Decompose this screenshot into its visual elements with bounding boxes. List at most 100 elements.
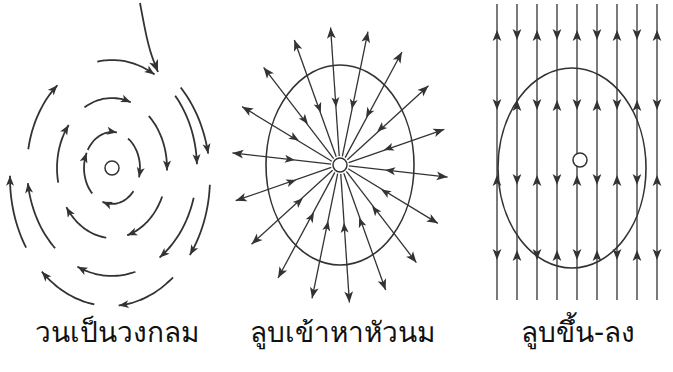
arrowhead (355, 216, 366, 228)
arrowhead (308, 287, 319, 300)
stroke-line (342, 32, 368, 157)
vertical-figure (493, 4, 662, 300)
technique-caption: ลูบเข้าหาหัวนม (250, 316, 435, 350)
arrowhead (533, 175, 542, 186)
arrowhead (436, 171, 448, 181)
stroke-line (294, 40, 336, 157)
arrowhead (553, 29, 562, 40)
stroke-line (312, 174, 338, 299)
arrowhead (288, 132, 301, 144)
stroke-line (349, 129, 445, 162)
stroke-line (242, 107, 332, 162)
arrowhead (493, 249, 502, 260)
arrowhead (293, 195, 306, 208)
arrowhead (593, 174, 602, 185)
stroke-path (175, 96, 197, 164)
arrowhead (106, 127, 117, 137)
arrowhead (232, 149, 244, 159)
arrowhead (613, 175, 622, 186)
arrowhead (284, 155, 295, 164)
breast-outline (498, 68, 646, 268)
arrowhead (573, 99, 582, 110)
arrowhead (633, 29, 642, 40)
arrowhead (186, 244, 198, 257)
technique-caption: วนเป็นวงกลม (35, 316, 199, 350)
arrowhead (101, 198, 113, 209)
arrowhead (157, 248, 170, 261)
arrowhead (203, 143, 213, 154)
arrowhead (533, 99, 542, 110)
arrowhead (120, 95, 132, 106)
arrowhead (39, 269, 52, 282)
stroke-path (181, 87, 208, 153)
arrowhead (513, 29, 522, 40)
arrowhead (274, 266, 287, 280)
stroke-path (190, 185, 210, 255)
arrowhead (344, 291, 354, 303)
arrowhead (653, 99, 662, 110)
arrowhead (249, 234, 263, 248)
arrowhead (533, 30, 542, 41)
arrowhead (385, 166, 396, 175)
arrowhead (653, 30, 662, 41)
arrowhead (379, 186, 392, 198)
stroke-line (349, 166, 448, 177)
stroke-line (345, 52, 402, 158)
arrowhead (24, 183, 33, 194)
arrowhead (573, 30, 582, 41)
arrowhead (306, 211, 318, 224)
arrowhead (363, 107, 375, 120)
stroke-line (347, 86, 428, 160)
circular-figure (6, 3, 212, 309)
entry-arrow (140, 3, 158, 72)
arrowhead (76, 263, 89, 275)
stroke-line (232, 153, 331, 164)
stroke-line (346, 171, 416, 262)
arrowhead (513, 250, 522, 261)
stroke-line (341, 174, 350, 303)
arrowhead (331, 97, 340, 108)
stroke-path (66, 207, 106, 237)
arrowhead (593, 250, 602, 261)
stroke-path (28, 183, 55, 248)
stroke-line (236, 167, 332, 200)
arrowhead (193, 154, 201, 164)
arrowhead (135, 167, 145, 178)
arrowhead (593, 29, 602, 40)
arrowhead (653, 249, 662, 260)
arrowhead (374, 122, 387, 135)
arrowhead (348, 98, 358, 109)
arrowhead (80, 152, 91, 164)
nipple (105, 161, 119, 175)
stroke-line (348, 169, 438, 224)
arrowhead (60, 123, 72, 136)
arrowhead (299, 114, 311, 127)
arrowhead (378, 278, 390, 291)
arrowhead (393, 50, 406, 64)
arrowhead (613, 99, 622, 110)
arrowhead (493, 99, 502, 110)
nipple (573, 153, 587, 167)
arrowhead (285, 176, 297, 187)
arrowhead (163, 160, 171, 170)
arrowhead (322, 220, 332, 231)
arrowhead (369, 204, 381, 217)
arrowhead (361, 31, 372, 44)
arrowhead (406, 251, 420, 265)
arrowhead (493, 175, 502, 186)
arrowhead (553, 250, 562, 261)
arrowhead (553, 100, 562, 111)
stroke-path (28, 85, 57, 149)
arrowhead (48, 83, 61, 96)
arrowhead (513, 174, 522, 185)
stroke-line (278, 172, 335, 278)
stroke-line (331, 28, 340, 157)
arrowhead (240, 103, 254, 116)
technique-caption: ลูบขึ้น-ลง (521, 316, 635, 350)
arrowhead (653, 175, 662, 186)
arrowhead (633, 100, 642, 111)
arrowhead (383, 143, 395, 154)
arrowhead (6, 176, 14, 186)
arrowhead (290, 38, 302, 51)
